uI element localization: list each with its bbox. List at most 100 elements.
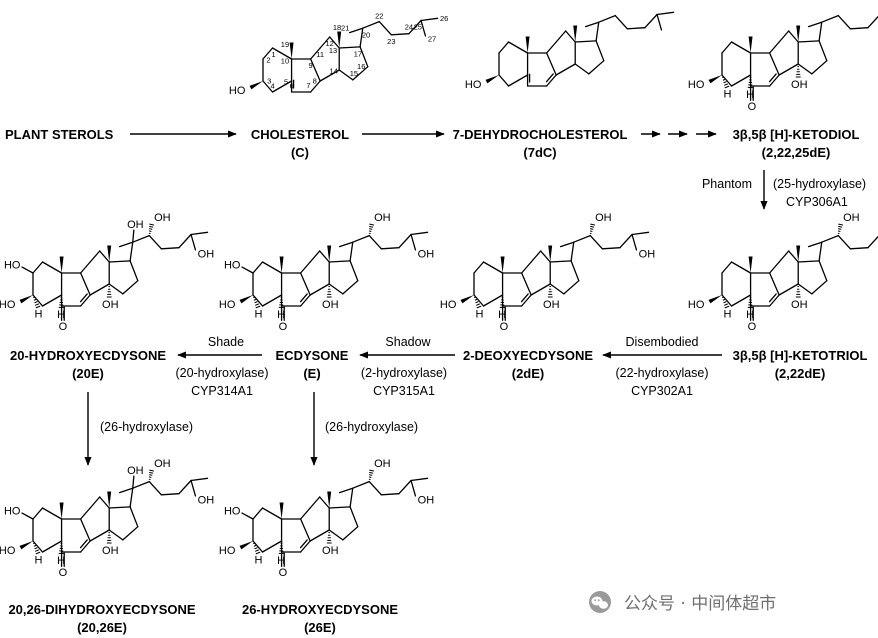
svg-text:16: 16	[357, 62, 365, 71]
label-ketotriol: 3β,5β [H]-KETOTRIOL	[733, 348, 868, 363]
wechat-icon	[589, 591, 611, 613]
structure-2-deoxyecdysone: HOHHOOHOHOH	[440, 212, 655, 333]
svg-text:O: O	[279, 321, 288, 333]
svg-text:4: 4	[270, 81, 274, 90]
enzyme-shadow-cyp: CYP315A1	[373, 384, 435, 398]
svg-text:OH: OH	[374, 212, 391, 224]
svg-text:O: O	[748, 321, 757, 333]
svg-text:23: 23	[387, 37, 395, 46]
svg-text:OH: OH	[127, 219, 144, 231]
svg-text:24: 24	[405, 23, 413, 32]
label-7-dehydrocholesterol: 7-DEHYDROCHOLESTEROL	[453, 127, 628, 142]
svg-text:HO: HO	[688, 79, 705, 91]
enzyme-phantom-gene: Phantom	[702, 177, 752, 191]
svg-text:H: H	[724, 308, 732, 320]
enzyme-shadow-role: (2-hydroxylase)	[361, 366, 447, 380]
svg-text:HO: HO	[440, 299, 457, 311]
svg-text:25: 25	[414, 23, 422, 32]
enzyme-phantom-role: (25-hydroxylase)	[773, 177, 866, 191]
label-20-26E-abbr: (20,26E)	[77, 620, 127, 635]
svg-text:HO: HO	[219, 299, 236, 311]
svg-text:22: 22	[375, 12, 383, 21]
label-20-hydroxyecdysone: 20-HYDROXYECDYSONE	[10, 348, 166, 363]
svg-text:18: 18	[333, 23, 341, 32]
label-20E-abbr: (20E)	[72, 366, 104, 381]
svg-text:OH: OH	[102, 545, 119, 557]
svg-text:OH: OH	[543, 299, 560, 311]
watermark: 公众号 · 中间体超市	[589, 591, 776, 614]
svg-text:H: H	[35, 308, 43, 320]
svg-text:HO: HO	[4, 259, 21, 271]
svg-text:14: 14	[330, 67, 338, 76]
svg-text:OH: OH	[322, 299, 339, 311]
svg-text:HO: HO	[224, 505, 241, 517]
label-cholesterol: CHOLESTEROL	[251, 127, 349, 142]
svg-text:OH: OH	[374, 458, 391, 470]
enzyme-shade-role: (20-hydroxylase)	[175, 366, 268, 380]
svg-text:OH: OH	[154, 458, 171, 470]
label-2dE-abbr: (2dE)	[512, 366, 545, 381]
structure-20-26-dihydroxyecdysone: HOHOHHOOHOHOHOH	[0, 458, 214, 579]
label-26-hydroxyecdysone: 26-HYDROXYECDYSONE	[242, 602, 398, 617]
svg-text:OH: OH	[198, 249, 215, 261]
watermark-text: 公众号 · 中间体超市	[624, 594, 776, 614]
svg-text:HO: HO	[4, 505, 21, 517]
svg-text:21: 21	[341, 24, 349, 33]
label-ketotriol-abbr: (2,22dE)	[775, 366, 826, 381]
svg-text:O: O	[748, 101, 757, 113]
svg-text:HO: HO	[0, 299, 16, 311]
svg-text:26: 26	[440, 14, 448, 23]
svg-text:H: H	[255, 554, 263, 566]
svg-text:OH: OH	[418, 249, 435, 261]
svg-text:5: 5	[284, 78, 288, 87]
label-ecdysone-abbr: (E)	[303, 366, 320, 381]
svg-text:OH: OH	[791, 299, 808, 311]
svg-text:O: O	[59, 567, 68, 579]
svg-text:HO: HO	[229, 85, 246, 97]
svg-text:15: 15	[350, 69, 358, 78]
svg-text:2: 2	[266, 56, 270, 65]
label-7dc-abbr: (7dC)	[523, 145, 556, 160]
svg-text:H: H	[35, 554, 43, 566]
enzyme-phantom-cyp: CYP306A1	[786, 195, 848, 209]
svg-text:6: 6	[289, 81, 293, 90]
svg-text:12: 12	[326, 39, 334, 48]
enzyme-shadow-gene: Shadow	[385, 335, 431, 349]
label-plant-sterols: PLANT STEROLS	[5, 127, 114, 142]
svg-text:OH: OH	[791, 79, 808, 91]
svg-text:8: 8	[313, 77, 317, 86]
enzyme-26-hydroxylase-right: (26-hydroxylase)	[325, 420, 418, 434]
enzyme-disembodied-gene: Disembodied	[626, 335, 699, 349]
structure-7-dehydrocholesterol: HO	[465, 11, 675, 91]
svg-text:17: 17	[354, 49, 362, 58]
svg-text:7: 7	[306, 81, 310, 90]
structure-20-hydroxyecdysone: HOHOHHOOHOHOHOH	[0, 212, 214, 333]
svg-text:3: 3	[267, 77, 271, 86]
svg-text:10: 10	[281, 57, 289, 66]
svg-text:HO: HO	[219, 545, 236, 557]
svg-text:HO: HO	[688, 299, 705, 311]
svg-text:OH: OH	[843, 212, 860, 224]
label-26E-abbr: (26E)	[304, 620, 336, 635]
enzyme-26-hydroxylase-left: (26-hydroxylase)	[100, 420, 193, 434]
enzyme-shade-gene: Shade	[208, 335, 244, 349]
structure-ketotriol: HOHHOOHOH	[688, 212, 878, 333]
svg-text:20: 20	[362, 30, 370, 39]
svg-text:OH: OH	[102, 299, 119, 311]
svg-text:11: 11	[316, 50, 324, 59]
svg-text:OH: OH	[198, 495, 215, 507]
structure-ketodiol: HOHHOOH	[688, 14, 878, 113]
svg-text:9: 9	[309, 61, 313, 70]
svg-text:H: H	[724, 88, 732, 100]
label-ecdysone: ECDYSONE	[276, 348, 349, 363]
enzyme-disembodied-cyp: CYP302A1	[631, 384, 693, 398]
label-2-deoxyecdysone: 2-DEOXYECDYSONE	[463, 348, 593, 363]
svg-text:1: 1	[272, 50, 276, 59]
label-cholesterol-abbr: (C)	[291, 145, 309, 160]
svg-text:OH: OH	[418, 495, 435, 507]
structure-ecdysone: HOHOHHOOHOHOH	[219, 212, 434, 333]
svg-text:O: O	[500, 321, 509, 333]
svg-text:OH: OH	[127, 465, 144, 477]
svg-text:27: 27	[428, 35, 436, 44]
